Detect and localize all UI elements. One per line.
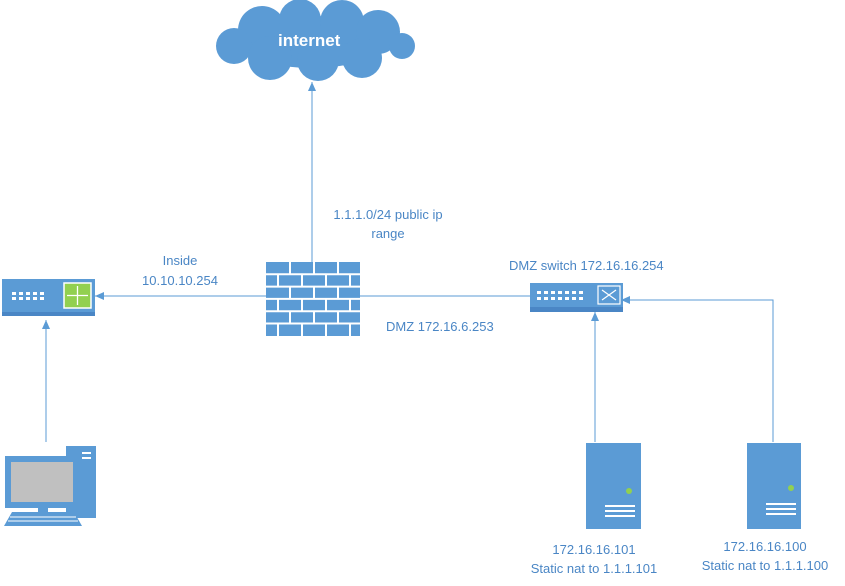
server-101-ip-label: 172.16.16.101 — [552, 542, 636, 557]
desktop-pc-icon — [4, 446, 96, 526]
dmz-interface-label: DMZ 172.16.6.253 — [386, 319, 494, 334]
dmz-switch-label: DMZ switch 172.16.16.254 — [509, 258, 664, 273]
server-100-nat-label: Static nat to 1.1.1.100 — [701, 558, 829, 573]
inside-label-line1: Inside — [162, 253, 198, 268]
firewall-icon — [266, 262, 360, 336]
connectors — [42, 82, 774, 442]
server-100-ip-label: 172.16.16.100 — [723, 539, 807, 554]
server-100-icon — [747, 443, 801, 529]
internet-cloud — [216, 0, 415, 81]
inside-ip-label: 10.10.10.254 — [142, 273, 218, 288]
dmz-switch-icon — [530, 283, 623, 312]
server-100-to-dmz-switch-link — [621, 296, 774, 442]
internet-label: internet — [278, 31, 341, 50]
server-101-nat-label: Static nat to 1.1.1.101 — [530, 561, 658, 576]
server-101-icon — [586, 443, 641, 529]
public-range-label-line1: 1.1.1.0/24 public ip — [333, 207, 443, 222]
public-range-label-line2: range — [371, 226, 405, 241]
inside-router-icon — [2, 279, 95, 316]
